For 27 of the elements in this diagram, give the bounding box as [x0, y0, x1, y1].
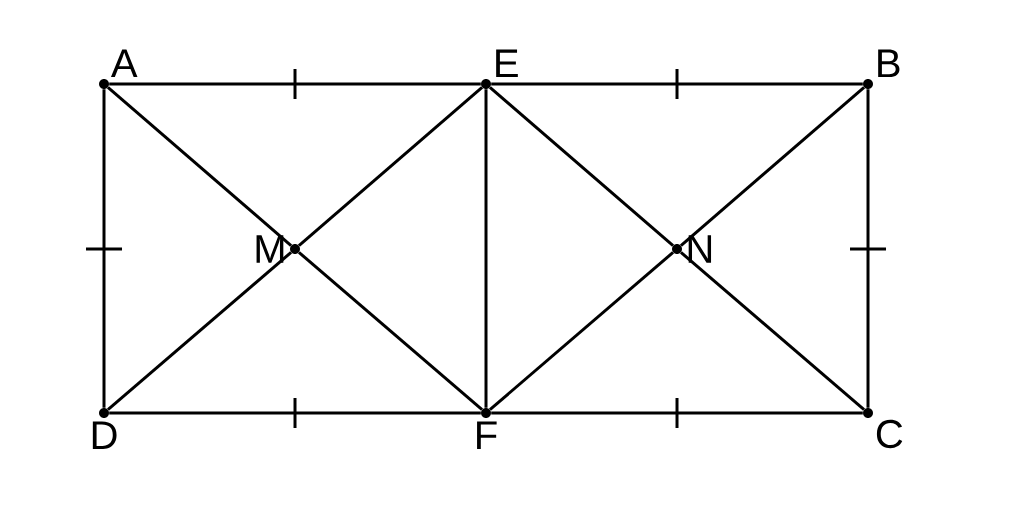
line-segment [484, 89, 488, 408]
line-segment [106, 251, 293, 411]
point: E [481, 49, 518, 89]
point: D [92, 408, 117, 449]
point: C [863, 408, 903, 449]
point: B [863, 49, 900, 89]
line-segment [491, 411, 863, 415]
line-segment [679, 86, 866, 247]
node-label: A [110, 49, 138, 78]
line-segment [488, 86, 675, 247]
node-label: E [496, 49, 518, 78]
node-label: C [876, 419, 903, 449]
line-segment [106, 86, 293, 247]
line-segment [866, 89, 870, 408]
line-segment [109, 411, 481, 415]
node-label: F [477, 421, 497, 449]
line-segment [297, 251, 484, 411]
line-segment [488, 251, 675, 411]
line-segment [491, 82, 863, 86]
line-segment [109, 82, 481, 86]
point: F [477, 408, 497, 449]
node-label: D [92, 421, 117, 449]
point: A [99, 49, 138, 89]
line-segment [297, 86, 484, 247]
line-segment [102, 89, 106, 408]
line-segment [680, 251, 866, 411]
node-label: B [878, 49, 900, 78]
